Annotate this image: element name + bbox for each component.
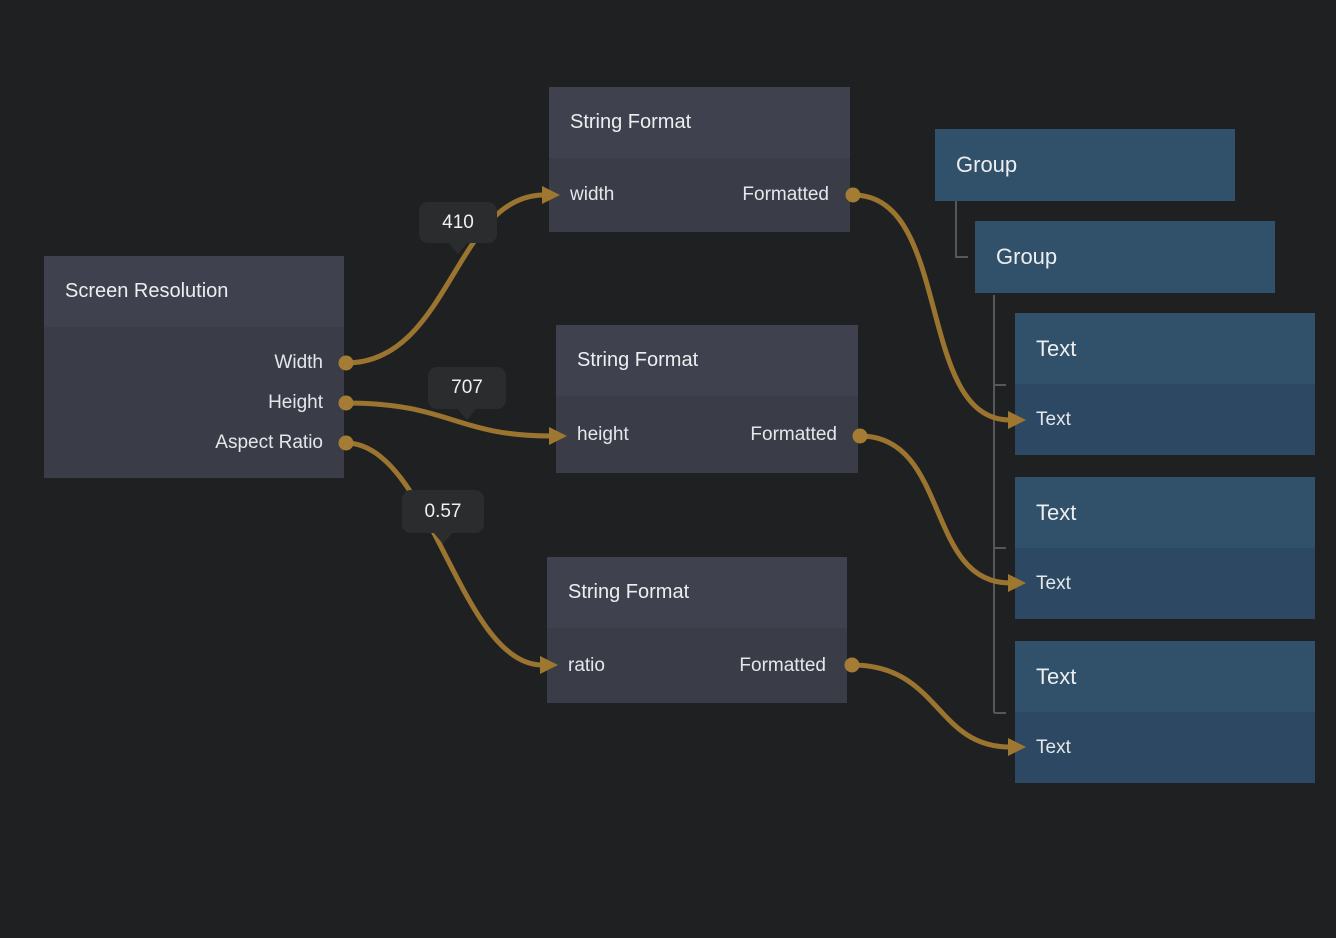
node-body: ratio Formatted: [547, 628, 847, 703]
node-body: Text: [1015, 384, 1315, 455]
node-string-format-ratio[interactable]: String Format ratio Formatted: [547, 557, 847, 703]
node-title: Text: [1015, 641, 1315, 712]
node-body: width Formatted: [549, 158, 850, 232]
node-title: Group: [975, 221, 1275, 293]
badge-pointer: [433, 532, 453, 544]
input-port-ratio[interactable]: ratio: [568, 654, 605, 676]
output-port-formatted[interactable]: Formatted: [739, 654, 826, 676]
badge-value: 707: [451, 377, 483, 398]
node-title: String Format: [547, 557, 847, 628]
output-port-formatted[interactable]: Formatted: [742, 184, 829, 205]
output-port-width[interactable]: Width: [274, 343, 323, 383]
node-title: String Format: [549, 87, 850, 158]
port-label: Height: [268, 392, 323, 413]
node-title: Group: [935, 129, 1235, 201]
node-body: Width Height Aspect Ratio: [44, 327, 344, 478]
output-port-height[interactable]: Height: [268, 383, 323, 423]
node-body: Text: [1015, 548, 1315, 619]
node-body: Text: [1015, 712, 1315, 783]
node-title: Text: [1015, 313, 1315, 384]
port-label: Width: [274, 352, 323, 373]
node-title: String Format: [556, 325, 858, 396]
port-label: Aspect Ratio: [215, 432, 323, 453]
node-string-format-height[interactable]: String Format height Formatted: [556, 325, 858, 473]
node-text-height[interactable]: Text Text: [1015, 477, 1315, 619]
badge-pointer: [457, 408, 477, 420]
tree-connector-group-outer: [955, 201, 968, 258]
wire-formatted-to-text-height[interactable]: [857, 433, 1013, 586]
node-string-format-width[interactable]: String Format width Formatted: [549, 87, 850, 232]
node-text-ratio[interactable]: Text Text: [1015, 641, 1315, 783]
input-port-text[interactable]: Text: [1036, 408, 1071, 430]
output-port-aspect-ratio[interactable]: Aspect Ratio: [215, 423, 323, 463]
input-port-height[interactable]: height: [577, 423, 629, 445]
badge-value: 0.57: [424, 500, 462, 522]
wire-value-badge-width: 410: [419, 202, 497, 254]
input-port-text[interactable]: Text: [1036, 736, 1071, 758]
node-text-width[interactable]: Text Text: [1015, 313, 1315, 455]
output-port-formatted[interactable]: Formatted: [750, 423, 837, 445]
node-group-outer[interactable]: Group: [935, 129, 1235, 201]
wire-formatted-to-text-ratio[interactable]: [849, 662, 1013, 750]
badge-value: 410: [442, 211, 474, 233]
badge-pointer: [448, 242, 468, 254]
node-title: Screen Resolution: [44, 256, 344, 327]
wire-ratio-to-format[interactable]: [343, 440, 545, 668]
node-body: height Formatted: [556, 396, 858, 473]
node-title: Text: [1015, 477, 1315, 548]
wire-value-badge-ratio: 0.57: [402, 490, 484, 544]
tree-connector-group-inner: [993, 295, 1006, 714]
wire-value-badge-height: 707: [428, 367, 506, 420]
node-screen-resolution[interactable]: Screen Resolution Width Height Aspect Ra…: [44, 256, 344, 478]
input-port-text[interactable]: Text: [1036, 572, 1071, 594]
node-group-inner[interactable]: Group: [975, 221, 1275, 293]
input-port-width[interactable]: width: [570, 184, 615, 205]
